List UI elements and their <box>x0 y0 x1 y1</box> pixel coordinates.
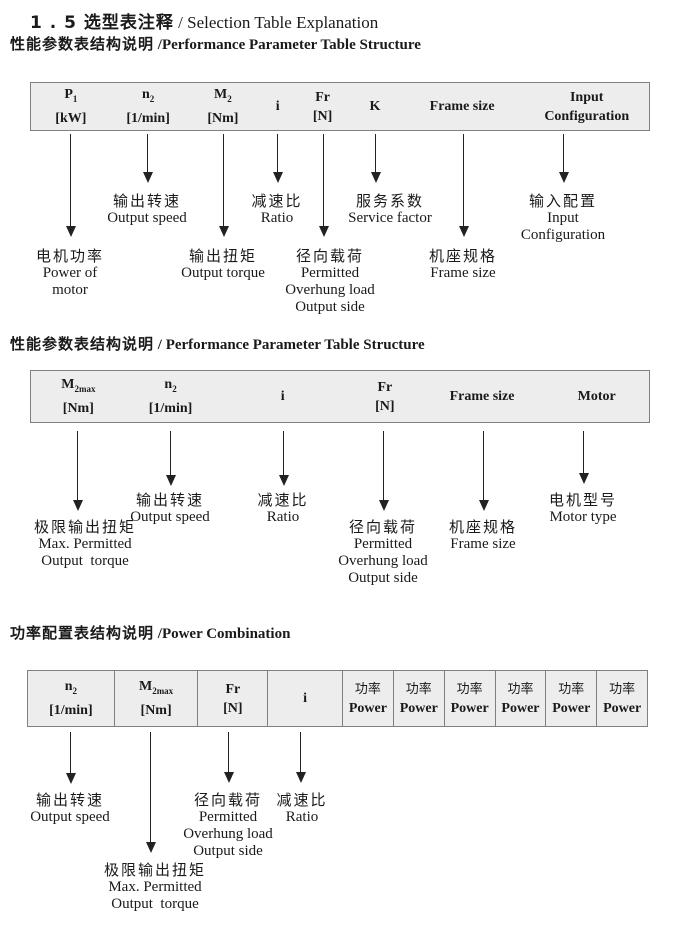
arrow-down-icon <box>296 732 306 783</box>
table-performance-2-header: M2max [Nm] n2 [1/min] i Fr [N] Frame siz… <box>30 370 650 423</box>
col-header-n2: n2 [1/min] <box>148 377 193 416</box>
arrow-down-icon <box>146 732 156 853</box>
arrow-down-icon <box>459 134 469 237</box>
label-output-speed: 输出转速 Output speed <box>130 491 210 526</box>
arrow-down-icon <box>579 431 589 484</box>
col-header-m2: M2 [Nm] <box>207 87 239 126</box>
col-header-n2: n2 [1/min] <box>126 87 170 126</box>
table-performance-1-header: P1 [kW] n2 [1/min] M2 [Nm] i Fr [N] K Fr… <box>30 82 650 131</box>
page-title-zh: 1 . 5 选型表注释 <box>30 13 174 33</box>
label-output-speed: 输出转速 Output speed <box>30 791 110 826</box>
label-overhung-load: 径向载荷 Permitted Overhung load Output side <box>183 791 273 860</box>
label-output-torque: 输出扭矩 Output torque <box>181 247 265 282</box>
page-title-sep: / <box>178 13 183 32</box>
arrow-down-icon <box>143 134 153 183</box>
arrow-down-icon <box>319 134 329 237</box>
arrow-down-icon <box>224 732 234 783</box>
col-header-n2: n2 [1/min] <box>49 679 93 718</box>
arrow-down-icon <box>66 732 76 784</box>
col-header-frame-size: Frame size <box>429 99 495 114</box>
arrow-down-icon <box>73 431 83 511</box>
arrow-down-icon <box>273 134 283 183</box>
label-service-factor: 服务系数 Service factor <box>348 192 432 227</box>
col-header-fr: Fr [N] <box>375 379 395 414</box>
arrow-down-icon <box>379 431 389 511</box>
label-ratio: 减速比 Ratio <box>276 791 328 826</box>
label-output-speed: 输出转速 Output speed <box>107 192 187 227</box>
col-header-power: 功率 Power <box>392 671 444 726</box>
label-max-permitted-output-torque: 极限输出扭矩 Max. Permitted Output torque <box>33 518 137 570</box>
label-power-of-motor: 电机功率 Power of motor <box>35 247 105 299</box>
page-title-en: Selection Table Explanation <box>187 13 379 32</box>
section2-heading-zh: 性能参数表结构说明 <box>10 335 155 353</box>
col-header-fr: Fr [N] <box>312 89 333 124</box>
section2-heading: 性能参数表结构说明 / Performance Parameter Table … <box>10 333 425 354</box>
col-header-motor: Motor <box>577 389 616 404</box>
label-max-permitted-output-torque: 极限输出扭矩 Max. Permitted Output torque <box>103 861 207 913</box>
section3-heading: 功率配置表结构说明 /Power Combination <box>10 622 290 643</box>
section2-heading-sep: / <box>157 337 162 353</box>
arrow-down-icon <box>279 431 289 486</box>
col-header-i: i <box>280 389 285 404</box>
arrow-down-icon <box>371 134 381 183</box>
col-header-i: i <box>275 99 280 114</box>
col-header-fr: Fr [N] <box>197 671 267 726</box>
col-header-i: i <box>267 671 342 726</box>
col-header-m2max: M2max [Nm] <box>61 377 96 416</box>
arrow-down-icon <box>479 431 489 511</box>
label-overhung-load: 径向载荷 Permitted Overhung load Output side <box>338 518 428 587</box>
label-frame-size: 机座规格 Frame size <box>448 518 518 553</box>
label-overhung-load: 径向载荷 Permitted Overhung load Output side <box>285 247 375 316</box>
col-header-p1: P1 [kW] <box>55 87 87 126</box>
label-frame-size: 机座规格 Frame size <box>428 247 498 282</box>
col-header-power: 功率 Power <box>443 671 495 726</box>
section3-heading-en: Power Combination <box>161 626 291 642</box>
col-header-m2max: M2max [Nm] <box>113 671 198 726</box>
label-ratio: 减速比 Ratio <box>257 491 309 526</box>
page-title: 1 . 5 选型表注释 / Selection Table Explanatio… <box>30 8 378 33</box>
section1-heading: 性能参数表结构说明 /Performance Parameter Table S… <box>10 33 421 54</box>
arrow-down-icon <box>219 134 229 237</box>
label-input-configuration: 输入配置 Input Configuration <box>520 192 606 244</box>
section1-heading-zh: 性能参数表结构说明 <box>10 35 155 53</box>
section1-heading-en: Performance Parameter Table Structure <box>161 37 421 53</box>
label-ratio: 减速比 Ratio <box>251 192 303 227</box>
section1-heading-sep: / <box>157 37 162 53</box>
col-header-frame-size: Frame size <box>449 389 515 404</box>
col-header-power: 功率 Power <box>596 671 647 726</box>
col-header-power: 功率 Power <box>342 671 393 726</box>
label-motor-type: 电机型号 Motor type <box>548 491 618 526</box>
table-power-combination-header: n2 [1/min] M2max [Nm] Fr [N] i 功率 Power … <box>27 670 648 727</box>
arrow-down-icon <box>559 134 569 183</box>
section3-heading-sep: / <box>157 626 162 642</box>
section2-heading-en: Performance Parameter Table Structure <box>165 337 425 353</box>
section3-heading-zh: 功率配置表结构说明 <box>10 624 155 642</box>
col-header-power: 功率 Power <box>545 671 596 726</box>
arrow-down-icon <box>166 431 176 486</box>
col-header-k: K <box>369 99 381 114</box>
col-header-input-configuration: Input Configuration <box>544 89 630 124</box>
col-header-power: 功率 Power <box>494 671 546 726</box>
arrow-down-icon <box>66 134 76 237</box>
